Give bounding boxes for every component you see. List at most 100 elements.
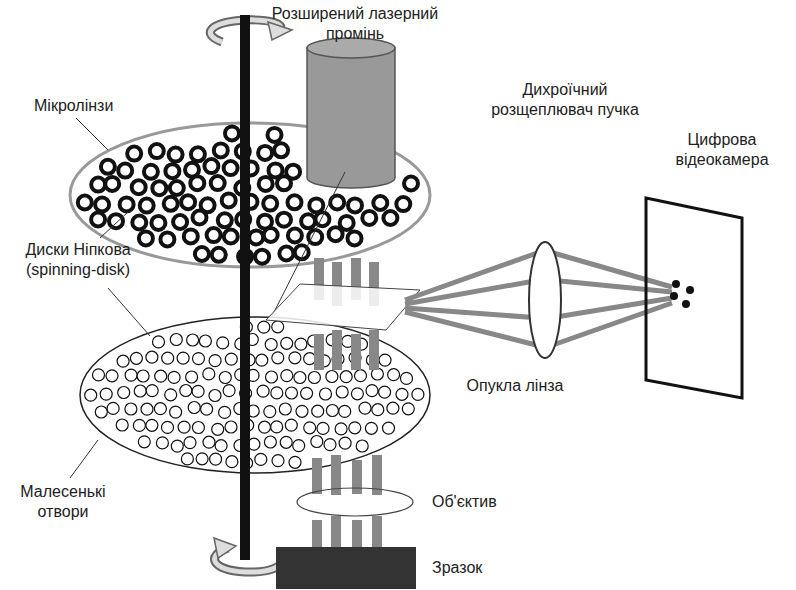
pinhole [383, 422, 395, 434]
pinhole [219, 406, 231, 418]
pinhole [340, 371, 352, 383]
microlens [95, 198, 109, 212]
dichroic-splitter [266, 284, 420, 330]
microlens [191, 147, 205, 161]
microlens [277, 176, 291, 190]
microlens [288, 229, 302, 243]
part-label: Мікролінзи [34, 96, 113, 116]
pinhole [162, 352, 174, 364]
pinhole [226, 456, 238, 468]
pinhole [379, 386, 391, 398]
microlens [301, 214, 315, 228]
pinhole [259, 421, 271, 433]
microlens [396, 197, 410, 211]
pinhole [225, 353, 237, 365]
pinhole [170, 334, 182, 346]
pinhole [146, 419, 158, 431]
pinhole [154, 403, 166, 415]
pinhole [210, 453, 222, 465]
pinhole [311, 436, 323, 448]
pinhole [219, 372, 231, 384]
microlens [193, 211, 207, 225]
pinhole [295, 338, 307, 350]
pinhole [156, 437, 168, 449]
pinhole [336, 386, 348, 398]
pinhole [257, 385, 269, 397]
sample [276, 547, 416, 589]
microlens [288, 195, 302, 209]
part-label: Малесенькі отвори [3, 482, 123, 522]
pinhole [359, 402, 371, 414]
microlens [160, 232, 174, 246]
microlens [91, 178, 105, 192]
pinhole [308, 372, 320, 384]
pinhole [178, 421, 190, 433]
microlens [348, 198, 362, 212]
pinhole [289, 352, 301, 364]
microlens [140, 199, 154, 213]
pinhole [266, 371, 278, 383]
microlens [225, 126, 239, 140]
pinhole [125, 369, 137, 381]
pinhole [188, 402, 200, 414]
microlens [383, 211, 397, 225]
objective [297, 488, 413, 516]
microlens [279, 247, 293, 261]
microlens [181, 195, 195, 209]
pinhole [335, 423, 347, 435]
pinhole [162, 421, 174, 433]
pinhole [296, 405, 308, 417]
pinhole [203, 368, 215, 380]
pinhole [137, 370, 149, 382]
microlens [218, 213, 232, 227]
pinhole [281, 337, 293, 349]
pinhole [85, 389, 97, 401]
microlens [348, 231, 362, 245]
part-label: Дихроїчний розщеплювач пучка [470, 80, 660, 120]
microlens [268, 128, 282, 142]
pinhole [141, 403, 153, 415]
microlens [184, 229, 198, 243]
leader-lines [70, 118, 150, 478]
pinhole [223, 385, 235, 397]
pinhole [312, 405, 324, 417]
pinhole-disk [80, 317, 430, 473]
microlens [170, 181, 184, 195]
pinhole [134, 385, 146, 397]
camera-sensor [646, 198, 742, 398]
microlens [165, 164, 179, 178]
pinhole [100, 388, 112, 400]
microlens [173, 215, 187, 229]
pinhole [294, 372, 306, 384]
microlens [264, 228, 278, 242]
pinhole [265, 339, 277, 351]
pinhole [203, 436, 215, 448]
pinhole [130, 352, 142, 364]
pinhole [192, 385, 204, 397]
microlens [139, 231, 153, 245]
pinhole [388, 369, 400, 381]
pinhole [304, 353, 316, 365]
microlens [211, 176, 225, 190]
pinhole [255, 453, 267, 465]
pinhole [180, 385, 192, 397]
microlens [308, 230, 322, 244]
arrow-head [214, 538, 236, 558]
pinhole [193, 353, 205, 365]
part-label: Цифрова відеокамера [657, 130, 787, 170]
microlens [91, 213, 105, 227]
pinhole [95, 406, 107, 418]
microlens [207, 228, 221, 242]
laser-beam-cylinder [307, 48, 395, 188]
pinhole [280, 436, 292, 448]
pinhole [187, 334, 199, 346]
pinhole [412, 388, 424, 400]
pinhole [339, 437, 351, 449]
pinhole [396, 388, 408, 400]
microlens [329, 227, 343, 241]
part-label: Диски Ніпкова (spinning-disk) [3, 240, 153, 280]
pinhole [184, 437, 196, 449]
pinhole [138, 436, 150, 448]
pinhole [171, 440, 183, 452]
